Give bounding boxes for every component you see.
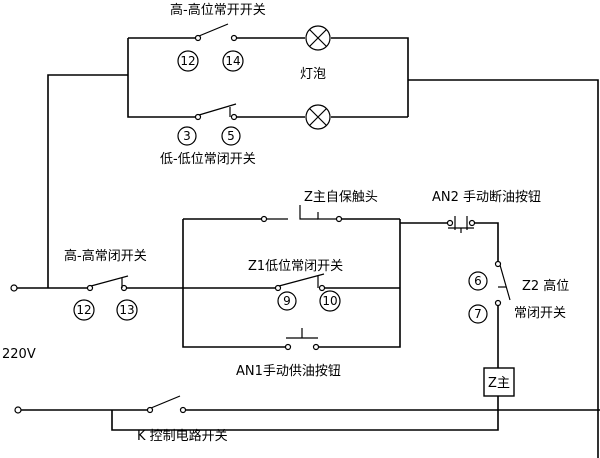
terminal-12-mid: 12 — [73, 299, 95, 321]
svg-text:5: 5 — [227, 129, 235, 143]
z-main-self-hold-contact — [260, 205, 343, 223]
source-terminal-top — [10, 284, 18, 292]
label-bulb: 灯泡 — [300, 67, 326, 82]
label-z-self-hold: Z主自保触头 — [304, 190, 378, 205]
z2-high-nc-switch — [494, 260, 511, 307]
terminal-5: 5 — [221, 126, 241, 146]
label-z2-line2: 常闭开关 — [514, 306, 566, 321]
label-an1: AN1手动供油按钮 — [236, 364, 341, 379]
svg-text:7: 7 — [474, 307, 482, 321]
terminal-14: 14 — [222, 50, 244, 72]
relay-label: Z主 — [488, 376, 510, 391]
z1-low-nc-switch — [274, 273, 326, 292]
high-high-nc-switch — [86, 275, 129, 292]
label-an2: AN2 手动断油按钮 — [432, 190, 541, 205]
label-voltage: 220V — [2, 347, 36, 362]
bulb-icon — [305, 104, 331, 130]
an2-manual-cutoff-button — [446, 216, 476, 233]
svg-text:6: 6 — [474, 274, 482, 288]
svg-text:14: 14 — [225, 54, 240, 68]
label-z2-line1: Z2 高位 — [522, 278, 569, 294]
terminal-6: 6 — [468, 271, 488, 291]
label-k-switch: K 控制电路开关 — [137, 428, 228, 444]
terminal-10: 10 — [319, 290, 341, 312]
svg-text:13: 13 — [119, 303, 134, 317]
label-low-nc-switch: 低-低位常闭开关 — [160, 152, 256, 167]
an1-manual-feed-button — [284, 328, 320, 351]
source-terminal-bottom — [14, 406, 22, 414]
high-high-no-switch — [194, 23, 238, 42]
terminal-3: 3 — [177, 126, 197, 146]
wiring — [14, 37, 600, 458]
svg-text:12: 12 — [180, 54, 195, 68]
svg-text:12: 12 — [76, 303, 91, 317]
low-low-nc-switch — [194, 103, 238, 121]
label-high-no-switch: 高-高位常开开关 — [170, 2, 266, 18]
label-z1-low-nc: Z1低位常闭开关 — [248, 259, 343, 274]
terminal-7: 7 — [468, 304, 488, 324]
svg-text:9: 9 — [283, 294, 291, 308]
svg-text:10: 10 — [322, 294, 337, 308]
relay-coil-z-main: Z主 — [483, 367, 515, 397]
terminal-12-top: 12 — [177, 50, 199, 72]
terminal-13: 13 — [116, 299, 138, 321]
svg-text:3: 3 — [183, 129, 191, 143]
terminal-9: 9 — [277, 291, 297, 311]
k-control-switch — [146, 395, 187, 414]
label-high-nc-switch: 高-高常闭开关 — [64, 248, 147, 264]
bulb-icon — [305, 25, 331, 51]
